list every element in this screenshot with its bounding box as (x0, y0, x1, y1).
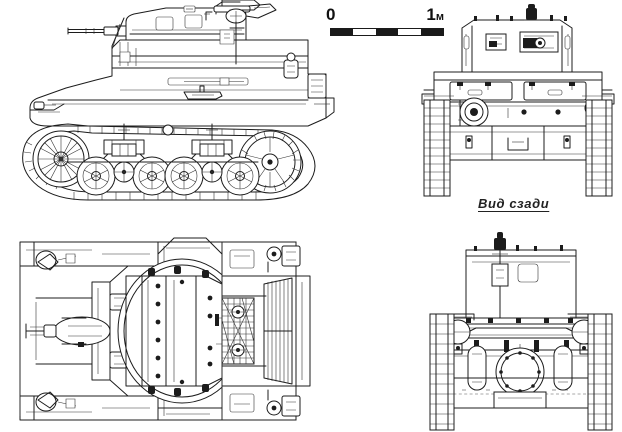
periscope (524, 4, 540, 20)
aa-machine-gun-mount (204, 0, 276, 64)
plan-view (6, 232, 354, 430)
scale-bar: 0 1м (326, 6, 444, 40)
plan-view-outline-accents (20, 238, 222, 416)
plan-view-turret (118, 259, 246, 403)
scale-one-label: 1м (426, 6, 444, 26)
rear-view-tracks (424, 100, 612, 196)
rear-view-caption: Вид сзади (478, 196, 550, 211)
rear-view-hull (422, 72, 614, 160)
rear-view (420, 4, 616, 200)
front-view-hull (434, 314, 608, 408)
turret-marking (184, 6, 195, 12)
side-view-turret (68, 6, 246, 66)
turret-machine-gun (492, 232, 508, 318)
scale-unit-label: м (435, 11, 444, 23)
front-view (428, 232, 614, 432)
rear-view-turret (462, 4, 572, 72)
bogie-rear (165, 124, 259, 195)
side-view-hull-details (168, 53, 298, 99)
front-view-turret (466, 232, 576, 318)
scale-ruler-segments (330, 28, 444, 36)
scale-one-value: 1 (426, 5, 436, 24)
plan-view-engine-deck (222, 242, 310, 420)
side-view (8, 0, 338, 218)
bogie-front (77, 124, 171, 195)
engine-louvers (264, 278, 292, 384)
scale-zero-label: 0 (326, 5, 336, 24)
front-view-tracks (430, 314, 612, 430)
side-view-running-gear (23, 124, 315, 200)
